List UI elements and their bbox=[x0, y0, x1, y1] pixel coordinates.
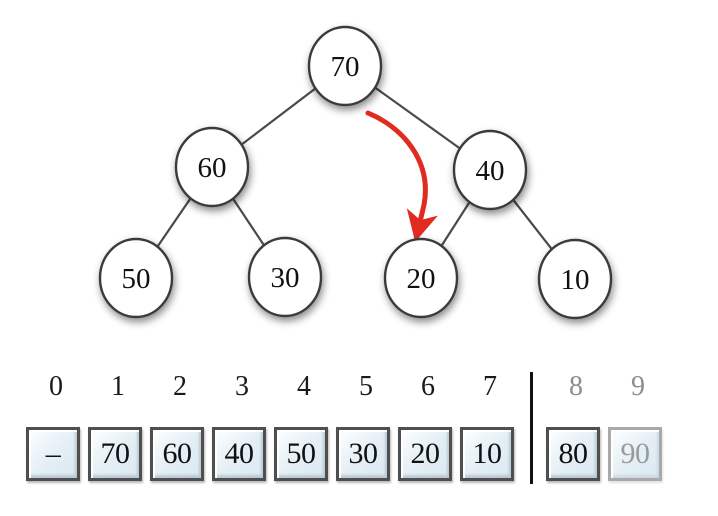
array-cell[interactable]: 80 bbox=[546, 427, 600, 481]
tree-node-label: 30 bbox=[271, 262, 300, 294]
array-cell-value: 20 bbox=[410, 437, 441, 470]
array-cell[interactable]: 40 bbox=[212, 427, 266, 481]
array-index-label: 9 bbox=[631, 371, 645, 402]
binary-tree-diagram: 70 60 40 50 30 20 10 bbox=[98, 25, 613, 320]
tree-nodes: 70 60 40 50 30 20 10 bbox=[98, 25, 613, 320]
tree-node-label: 20 bbox=[407, 263, 436, 295]
array-cell[interactable]: 60 bbox=[150, 427, 204, 481]
array-cell-value: 10 bbox=[472, 437, 503, 470]
tree-node-label: 10 bbox=[561, 264, 590, 296]
tree-node-label: 40 bbox=[476, 155, 505, 187]
array-index-label: 0 bbox=[49, 371, 63, 402]
tree-node-label: 70 bbox=[331, 51, 360, 83]
tree-node[interactable]: 40 bbox=[452, 129, 528, 211]
array-cell-value: 90 bbox=[620, 437, 651, 470]
tree-edges bbox=[156, 86, 553, 250]
tree-edge bbox=[156, 197, 192, 248]
tree-node-circle bbox=[537, 238, 613, 320]
tree-edge bbox=[512, 199, 553, 250]
array-cell[interactable]: 50 bbox=[274, 427, 328, 481]
array-cell[interactable]: – bbox=[26, 427, 80, 481]
tree-node[interactable]: 70 bbox=[307, 25, 383, 107]
tree-node[interactable]: 30 bbox=[247, 236, 323, 318]
array-index-label: 8 bbox=[569, 371, 583, 402]
tree-edge bbox=[440, 201, 471, 247]
array-cell-value: 30 bbox=[348, 437, 379, 470]
array-cell-value: 70 bbox=[100, 437, 131, 470]
array-active-region-divider bbox=[530, 372, 533, 484]
array-index-label: 5 bbox=[359, 371, 373, 402]
tree-node-circle bbox=[452, 129, 528, 211]
array-cell-value: 50 bbox=[286, 437, 317, 470]
sift-down-arrow-icon bbox=[365, 110, 438, 243]
tree-edge bbox=[232, 198, 265, 246]
tree-node[interactable]: 60 bbox=[174, 126, 250, 208]
tree-edge bbox=[240, 87, 317, 146]
array-index-label: 7 bbox=[483, 371, 497, 402]
array-index-label: 1 bbox=[111, 371, 125, 402]
array-cell-value: 80 bbox=[558, 437, 589, 470]
array-cell-value: 40 bbox=[224, 437, 255, 470]
array-representation: 0 1 2 3 4 5 6 7 8 9 – 70 60 40 50 30 20 10 80 90 bbox=[0, 360, 718, 516]
array-index-label: 3 bbox=[235, 371, 249, 402]
tree-node[interactable]: 10 bbox=[537, 238, 613, 320]
array-cell[interactable]: 90 bbox=[608, 427, 662, 481]
tree-node-circle bbox=[307, 25, 383, 107]
tree-node[interactable]: 50 bbox=[98, 237, 174, 319]
tree-node-circle bbox=[98, 237, 174, 319]
array-index-label: 6 bbox=[421, 371, 435, 402]
array-cell[interactable]: 70 bbox=[88, 427, 142, 481]
array-cell-value: – bbox=[45, 437, 61, 470]
array-cell[interactable]: 30 bbox=[336, 427, 390, 481]
array-cell[interactable]: 20 bbox=[398, 427, 452, 481]
tree-edge bbox=[374, 86, 461, 150]
tree-node-circle bbox=[174, 126, 250, 208]
tree-node-circle bbox=[383, 237, 459, 319]
tree-node[interactable]: 20 bbox=[383, 237, 459, 319]
array-cell-value: 60 bbox=[162, 437, 193, 470]
tree-node-circle bbox=[247, 236, 323, 318]
array-cell[interactable]: 10 bbox=[460, 427, 514, 481]
tree-node-label: 60 bbox=[198, 152, 227, 184]
array-index-label: 4 bbox=[297, 371, 311, 402]
array-index-label: 2 bbox=[173, 371, 187, 402]
tree-node-label: 50 bbox=[122, 263, 151, 295]
